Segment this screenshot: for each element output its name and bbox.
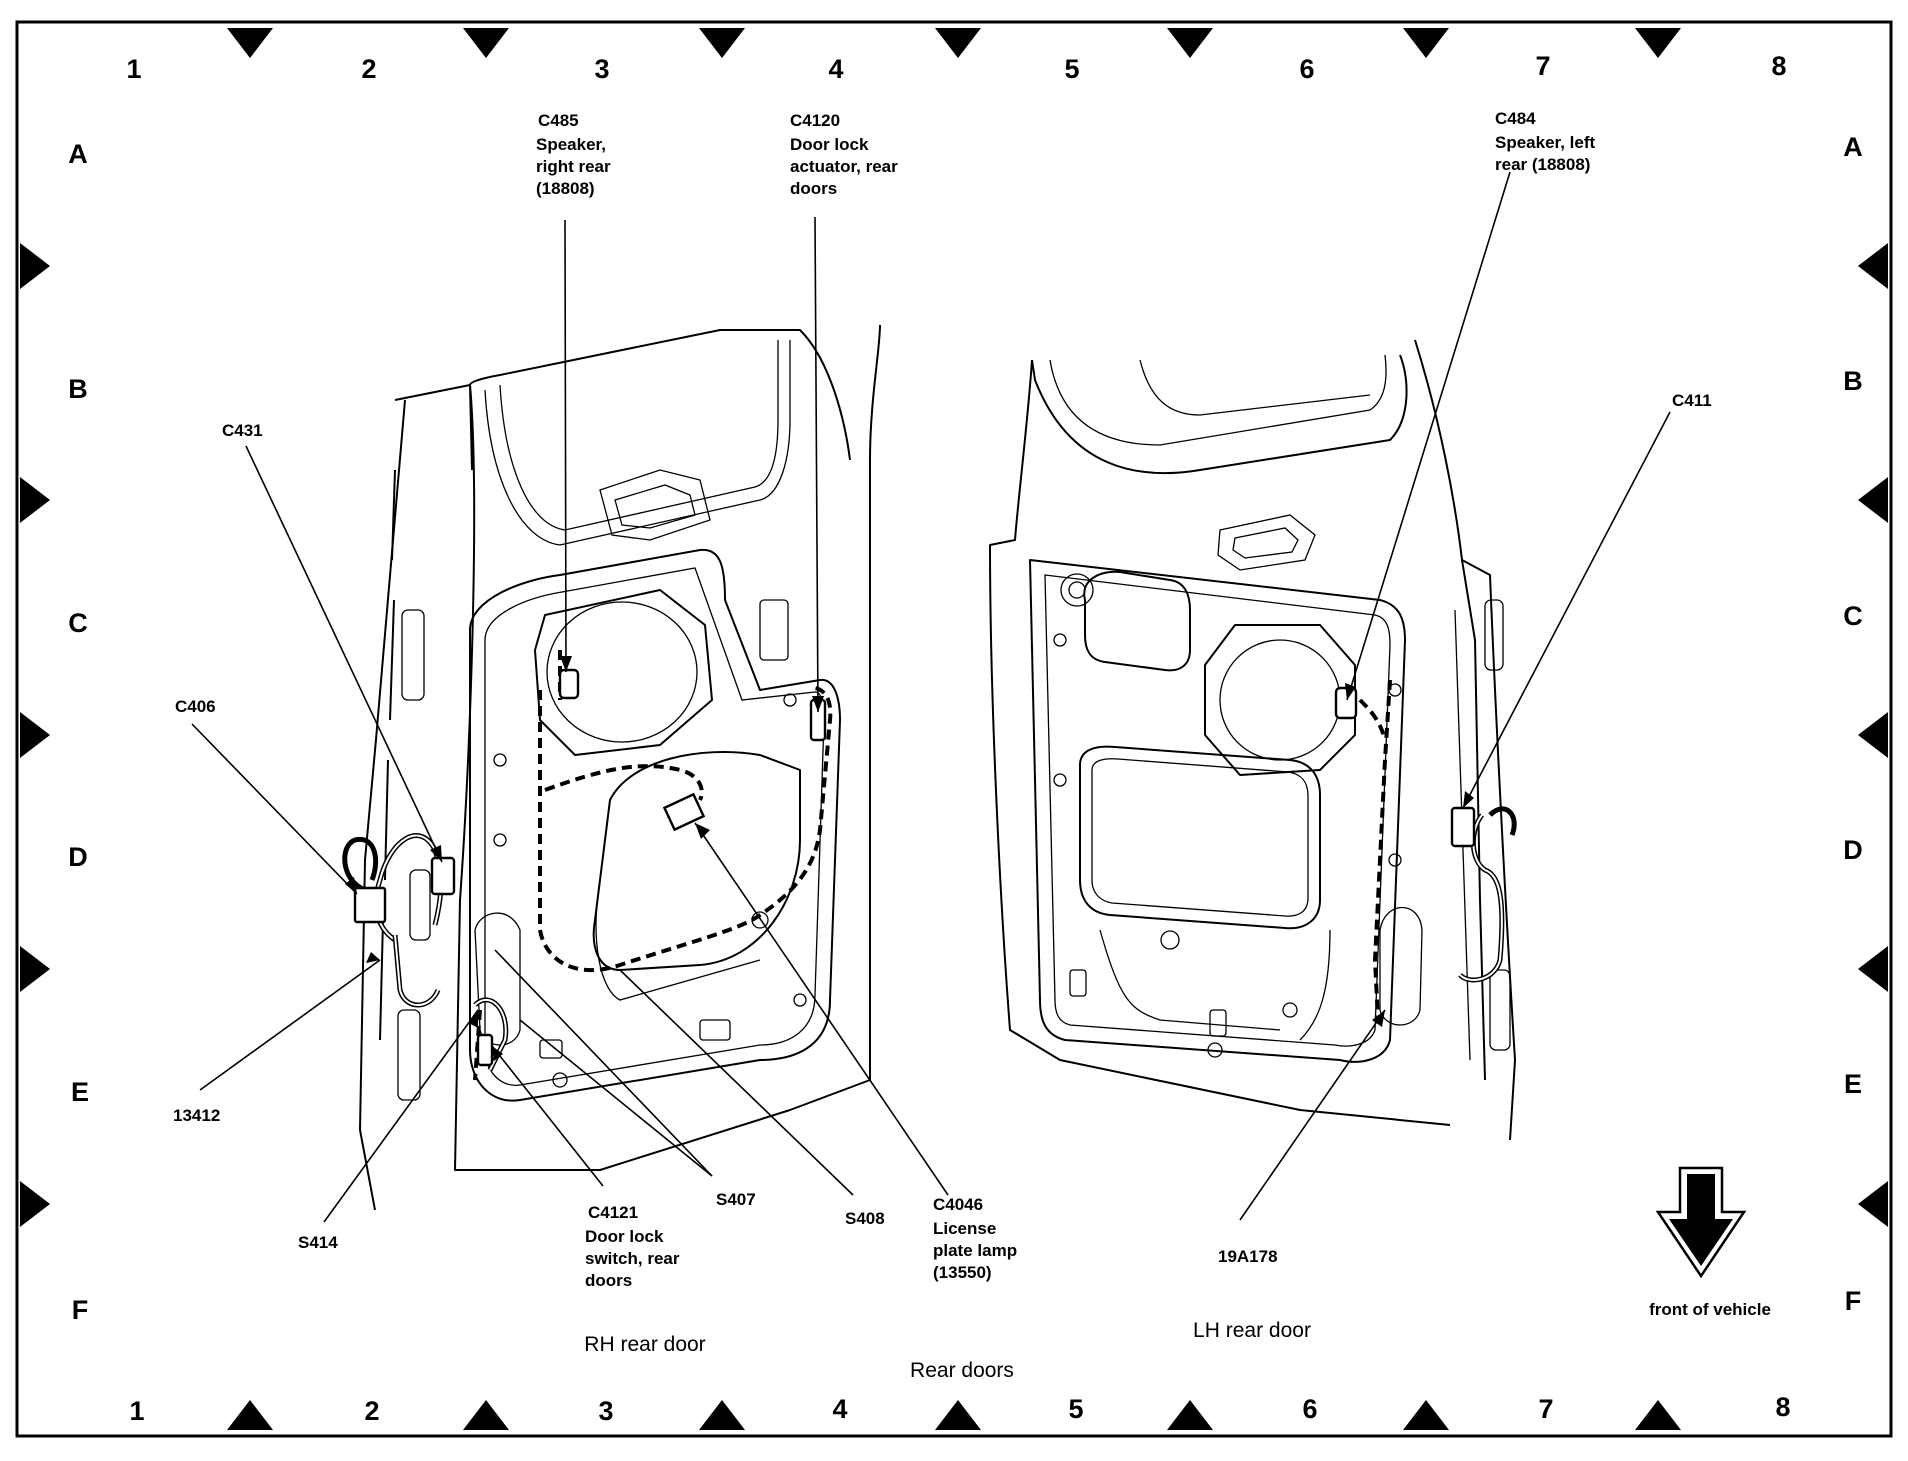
leader-arrowheads	[345, 656, 1474, 1061]
col-label: 1	[129, 1396, 144, 1426]
row-label: B	[1843, 366, 1863, 396]
col-label: 2	[361, 54, 376, 84]
top-column-labels: 1 2 3 4 5 6 7 8	[126, 51, 1786, 84]
row-label: D	[1843, 835, 1863, 865]
callout-line: 19A178	[1218, 1247, 1278, 1266]
row-label: A	[1843, 132, 1863, 162]
diagram-border	[15, 20, 1893, 1438]
c4121-connector	[476, 1033, 494, 1067]
callout-s408: S408	[845, 1209, 885, 1228]
callout-line: switch, rear	[585, 1249, 680, 1268]
callout-line: (18808)	[536, 179, 595, 198]
rh-rear-door	[342, 324, 881, 1211]
callout-13412: 13412	[173, 1106, 220, 1125]
right-row-labels: A B C D E F	[1843, 132, 1863, 1316]
col-label: 3	[598, 1396, 613, 1426]
callout-line: Speaker,	[536, 135, 606, 154]
col-label: 4	[828, 54, 843, 84]
row-label: E	[1844, 1069, 1862, 1099]
callout-line: doors	[585, 1271, 632, 1290]
col-label: 3	[594, 54, 609, 84]
bottom-column-labels: 1 2 3 4 5 6 7 8	[129, 1392, 1790, 1426]
callout-line: C484	[1495, 109, 1536, 128]
callout-s414: S414	[298, 1233, 338, 1252]
callout-c411: C411	[1672, 391, 1712, 410]
callout-line: C431	[222, 421, 263, 440]
callout-line: C485	[538, 111, 579, 130]
c4046-connector-rh	[662, 792, 706, 832]
caption-rh-door: RH rear door	[584, 1333, 705, 1356]
row-label: F	[1845, 1286, 1862, 1316]
c431-connector	[430, 856, 456, 896]
row-label: C	[68, 608, 88, 638]
row-label: A	[68, 139, 88, 169]
callout-line: C406	[175, 697, 216, 716]
col-label: 5	[1068, 1394, 1083, 1424]
lh-rear-door	[989, 339, 1517, 1141]
callout-line: S407	[716, 1190, 756, 1209]
front-of-vehicle-arrow-icon	[1655, 1166, 1747, 1279]
col-label: 4	[832, 1394, 847, 1424]
c484-connector	[1334, 686, 1358, 720]
callout-line: Door lock	[585, 1227, 664, 1246]
callout-line: (13550)	[933, 1263, 992, 1282]
callout-line: C4120	[790, 111, 840, 130]
callout-c431: C431	[222, 421, 263, 440]
left-grid-markers	[20, 243, 50, 1227]
callout-line: 13412	[173, 1106, 220, 1125]
left-row-labels: A B C D E F	[68, 139, 89, 1325]
callout-line: rear (18808)	[1495, 155, 1590, 174]
col-label: 2	[364, 1396, 379, 1426]
callout-line: plate lamp	[933, 1241, 1017, 1260]
c406-connector	[353, 886, 387, 924]
callout-c484: C484 Speaker, left rear (18808)	[1495, 109, 1600, 174]
callout-c485: C485 Speaker, right rear (18808)	[536, 111, 615, 198]
callout-19a178: 19A178	[1218, 1247, 1278, 1266]
col-label: 7	[1538, 1394, 1553, 1424]
col-label: 8	[1771, 51, 1786, 81]
callout-line: C4046	[933, 1195, 983, 1214]
caption-lh-door: LH rear door	[1193, 1319, 1311, 1342]
callout-line: C411	[1672, 391, 1712, 410]
row-label: D	[68, 842, 88, 872]
callout-c4121: C4121 Door lock switch, rear doors	[585, 1203, 684, 1290]
callout-line: Door lock	[790, 135, 869, 154]
right-grid-markers	[1858, 243, 1888, 1227]
callout-line: Speaker, left	[1495, 133, 1596, 152]
callout-line: S414	[298, 1233, 338, 1252]
callout-c4046: C4046 License plate lamp (13550)	[933, 1195, 1022, 1282]
callout-line: right rear	[536, 157, 611, 176]
c485-connector	[558, 668, 580, 700]
col-label: 7	[1535, 51, 1550, 81]
caption-front-of-vehicle: front of vehicle	[1649, 1300, 1771, 1319]
callout-s407: S407	[716, 1190, 756, 1209]
leader-lines	[191, 171, 1671, 1223]
col-label: 6	[1302, 1394, 1317, 1424]
caption-figure: Rear doors	[910, 1359, 1014, 1382]
col-label: 6	[1299, 54, 1314, 84]
callout-c406: C406	[175, 697, 216, 716]
row-label: E	[71, 1077, 89, 1107]
col-label: 5	[1064, 54, 1079, 84]
callout-c4120: C4120 Door lock actuator, rear doors	[790, 111, 902, 198]
callout-line: License	[933, 1219, 996, 1238]
callout-line: doors	[790, 179, 837, 198]
col-label: 1	[126, 54, 141, 84]
col-label: 8	[1775, 1392, 1790, 1422]
row-label: F	[72, 1295, 89, 1325]
top-grid-markers	[227, 28, 1681, 58]
callout-line: C4121	[588, 1203, 638, 1222]
callout-line: actuator, rear	[790, 157, 898, 176]
c411-connector	[1450, 806, 1476, 848]
row-label: B	[68, 374, 88, 404]
row-label: C	[1843, 601, 1863, 631]
callout-line: S408	[845, 1209, 885, 1228]
bottom-grid-markers	[227, 1400, 1681, 1430]
